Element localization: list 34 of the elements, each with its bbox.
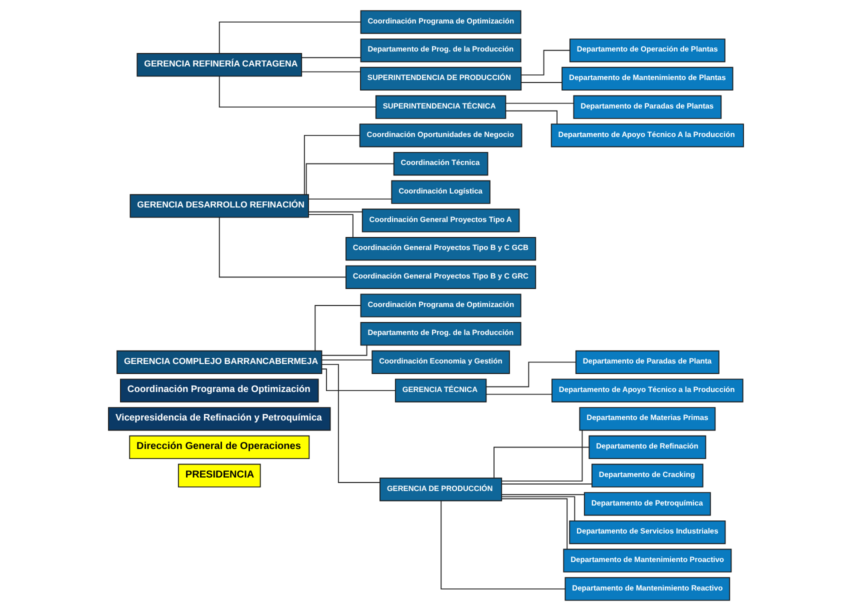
node-box: Coordinación Programa de Optimización bbox=[120, 378, 318, 402]
connector bbox=[314, 305, 361, 352]
connector bbox=[218, 22, 361, 54]
connector bbox=[320, 359, 372, 360]
connector bbox=[440, 500, 565, 590]
connector bbox=[320, 364, 380, 483]
connector bbox=[500, 498, 568, 550]
connector bbox=[320, 368, 396, 392]
connector bbox=[305, 163, 394, 195]
connector bbox=[500, 496, 575, 522]
connector bbox=[300, 57, 361, 58]
connector bbox=[485, 394, 552, 395]
connector bbox=[308, 211, 362, 212]
connector bbox=[520, 50, 570, 76]
connector bbox=[218, 216, 346, 278]
node-box: GERENCIA COMPLEJO BARRANCABERMEJA bbox=[116, 350, 322, 374]
node-box: GERENCIA DESARROLLO REFINACIÓN bbox=[129, 194, 308, 218]
connector bbox=[520, 82, 562, 83]
connector bbox=[300, 71, 360, 72]
connector bbox=[504, 110, 557, 124]
connector bbox=[504, 102, 574, 104]
connector bbox=[500, 494, 584, 496]
node-box: PRESIDENCIA bbox=[177, 464, 260, 488]
connector bbox=[320, 344, 367, 356]
connector bbox=[500, 430, 582, 482]
node-box: Dirección General de Operaciones bbox=[128, 435, 310, 460]
connector bbox=[308, 214, 353, 238]
connector bbox=[308, 198, 392, 200]
node-box: Vicepresidencia de Refinación y Petroquímica bbox=[108, 407, 330, 431]
connector bbox=[303, 134, 360, 195]
node-box: GERENCIA REFINERÍA CARTAGENA bbox=[136, 53, 302, 77]
connector bbox=[218, 76, 376, 108]
connector bbox=[485, 362, 576, 388]
connector bbox=[493, 446, 589, 478]
